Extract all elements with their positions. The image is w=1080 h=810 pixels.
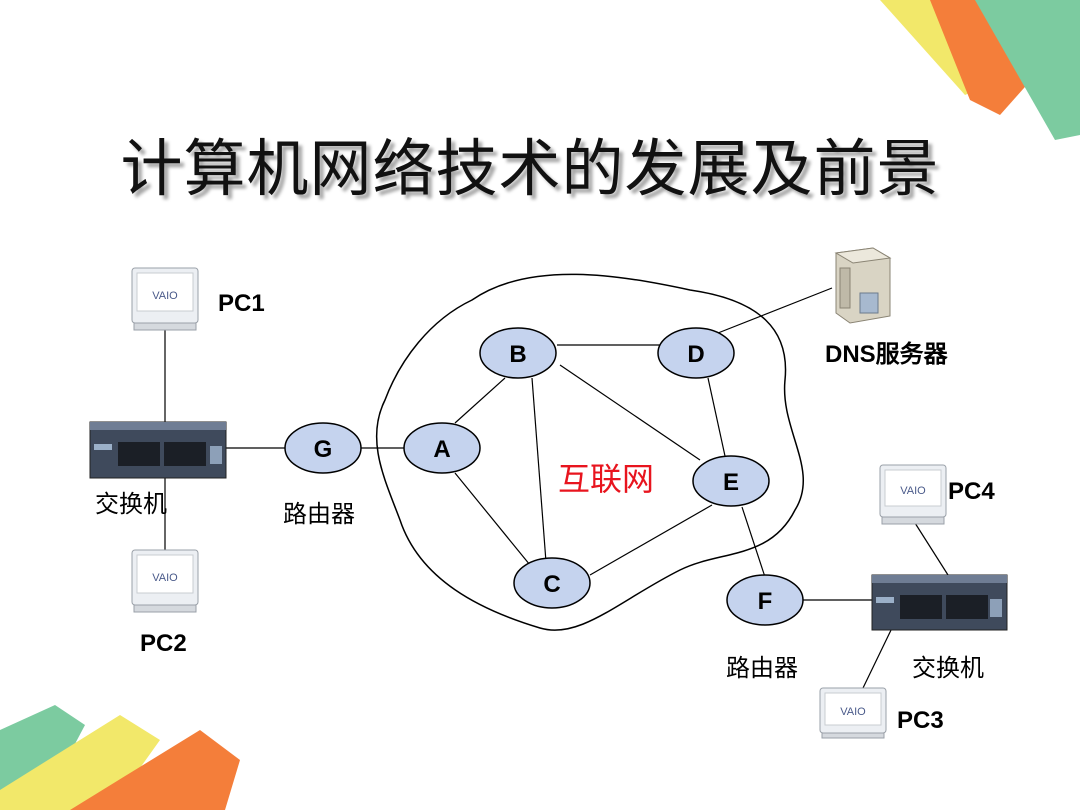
pc2-label: PC2	[140, 630, 187, 657]
pc3-monitor-icon: VAIO	[819, 687, 887, 739]
node-c: C	[513, 557, 591, 609]
pc2-monitor-brand: VAIO	[152, 572, 178, 584]
pc1-monitor-brand: VAIO	[152, 290, 178, 302]
pc4-label: PC4	[948, 478, 995, 505]
node-e: E	[692, 455, 770, 507]
node-e-label: E	[723, 469, 739, 496]
ribbon-green-top	[975, 0, 1080, 140]
left-switch-icon	[89, 421, 227, 479]
pc2-monitor-icon: VAIO	[131, 549, 199, 613]
right-switch-icon	[871, 574, 1008, 631]
link-e-f	[741, 506, 766, 578]
link-a-c	[454, 472, 531, 566]
right-router-label: 路由器	[726, 655, 798, 682]
dns-server-icon	[834, 247, 892, 324]
right-switch-label: 交换机	[912, 655, 984, 682]
left-router-label: 路由器	[283, 501, 355, 528]
pc4-monitor-icon: VAIO	[879, 464, 947, 525]
link-switch-pc3	[862, 627, 893, 689]
node-f: F	[726, 574, 804, 626]
pc3-label: PC3	[897, 707, 944, 734]
link-b-e	[559, 364, 701, 461]
node-a-label: A	[433, 436, 450, 463]
node-a: A	[403, 422, 481, 474]
links	[164, 287, 949, 689]
top-right-ribbons	[880, 0, 1080, 140]
pc4-monitor-brand: VAIO	[900, 485, 926, 497]
node-b: B	[479, 327, 557, 379]
internet-label: 互联网	[558, 460, 655, 498]
link-c-e	[589, 504, 713, 576]
left-switch-label: 交换机	[95, 491, 167, 518]
node-d-label: D	[687, 341, 704, 368]
link-pc4-switch	[914, 522, 949, 576]
link-d-e	[707, 377, 726, 457]
node-f-label: F	[758, 588, 773, 615]
dns-server-label: DNS服务器	[825, 341, 948, 368]
ribbon-orange-bottom	[70, 730, 240, 810]
pc1-monitor-icon: VAIO	[131, 267, 199, 331]
pc1-label: PC1	[218, 290, 265, 317]
node-d: D	[657, 327, 735, 379]
link-b-c	[531, 377, 547, 563]
pc3-monitor-brand: VAIO	[840, 706, 866, 718]
node-b-label: B	[509, 341, 526, 368]
bottom-left-ribbons	[0, 705, 240, 810]
link-a-b	[454, 377, 506, 424]
node-c-label: C	[543, 571, 560, 598]
node-g: G	[284, 422, 362, 474]
page-title: 计算机网络技术的发展及前景	[120, 132, 940, 205]
internet-cloud-outline	[375, 273, 805, 631]
node-g-label: G	[314, 436, 333, 463]
link-d-dns	[717, 287, 833, 334]
